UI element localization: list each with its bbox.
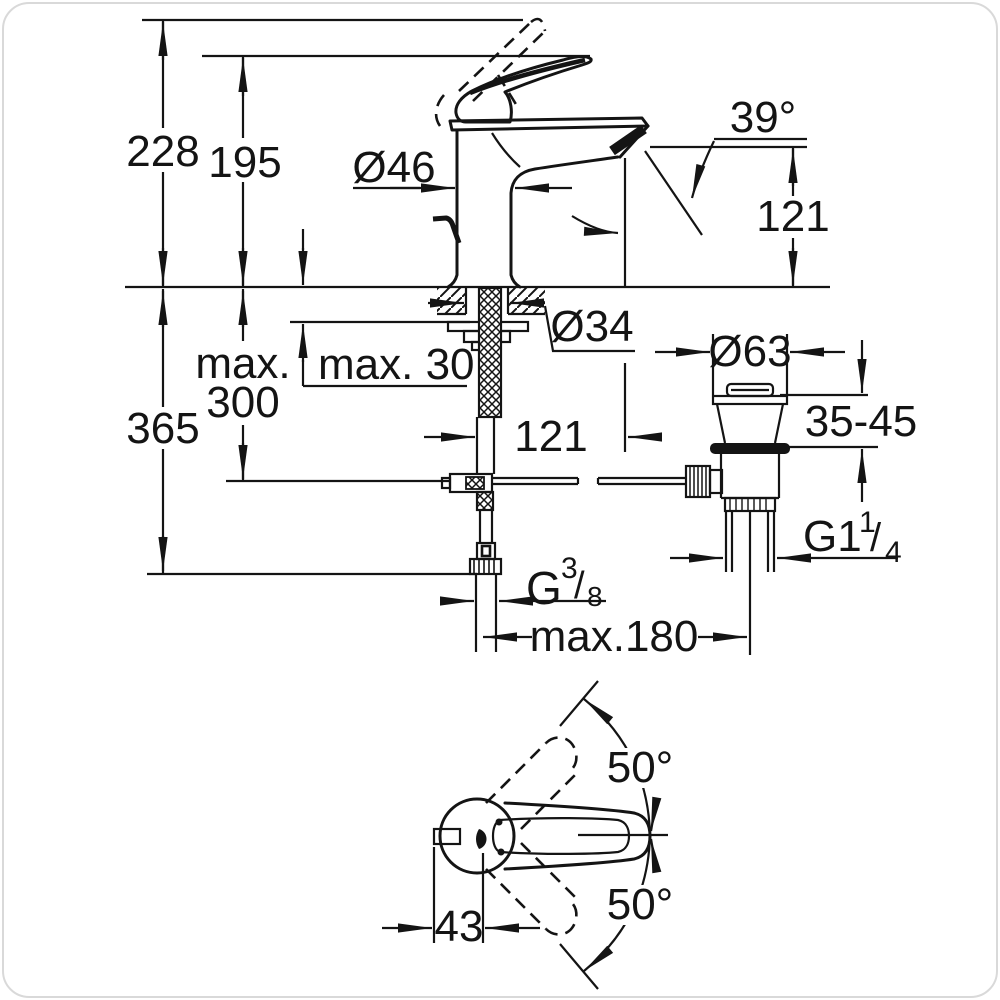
pull-rod-knob (432, 215, 462, 244)
dim-spout-height: 121 (756, 192, 829, 241)
dim-swing-lower: 50° (607, 880, 674, 929)
dim-pull-rod-max-1: max. (195, 339, 290, 388)
plan-view (382, 680, 680, 990)
dim-pull-rod-max-2: 300 (206, 378, 279, 427)
dim-supply-height: 365 (126, 404, 199, 453)
dim-supply-thread: G 3 / 8 (526, 539, 603, 614)
dim-waste-diameter: Ø63 (708, 327, 791, 376)
waste-flange (711, 394, 789, 406)
dim-hose-reach: max.180 (530, 612, 699, 661)
handle-swing-dashed (485, 736, 578, 936)
side-view (125, 17, 898, 655)
dim-handle-pin-offset: 43 (435, 902, 484, 951)
lever-solid (454, 55, 593, 124)
dim-total-height: 228 (126, 127, 199, 176)
waste-gasket (710, 443, 790, 454)
dimension-labels: 228 195 Ø46 39° 121 max. 300 max. 30 Ø34… (126, 93, 917, 951)
dim-hole-diameter: Ø34 (550, 302, 633, 351)
waste-assembly (684, 382, 790, 655)
dim-swing-upper: 50° (607, 743, 674, 792)
dim-mounting-range: 35-45 (805, 397, 918, 446)
dim-waste-thread: G1 1 / 4 (803, 493, 902, 569)
hose-nut (468, 557, 503, 576)
plan-dimension-lines (382, 680, 680, 990)
dim-spout-angle: 39° (730, 93, 797, 142)
dim-deck-thickness: max. 30 (318, 340, 475, 389)
dim-handle-height: 195 (208, 138, 281, 187)
aerator-band (609, 124, 647, 156)
dimension-lines (142, 18, 898, 642)
dim-spout-reach: 121 (514, 412, 587, 461)
dim-body-diameter: Ø46 (352, 143, 435, 192)
